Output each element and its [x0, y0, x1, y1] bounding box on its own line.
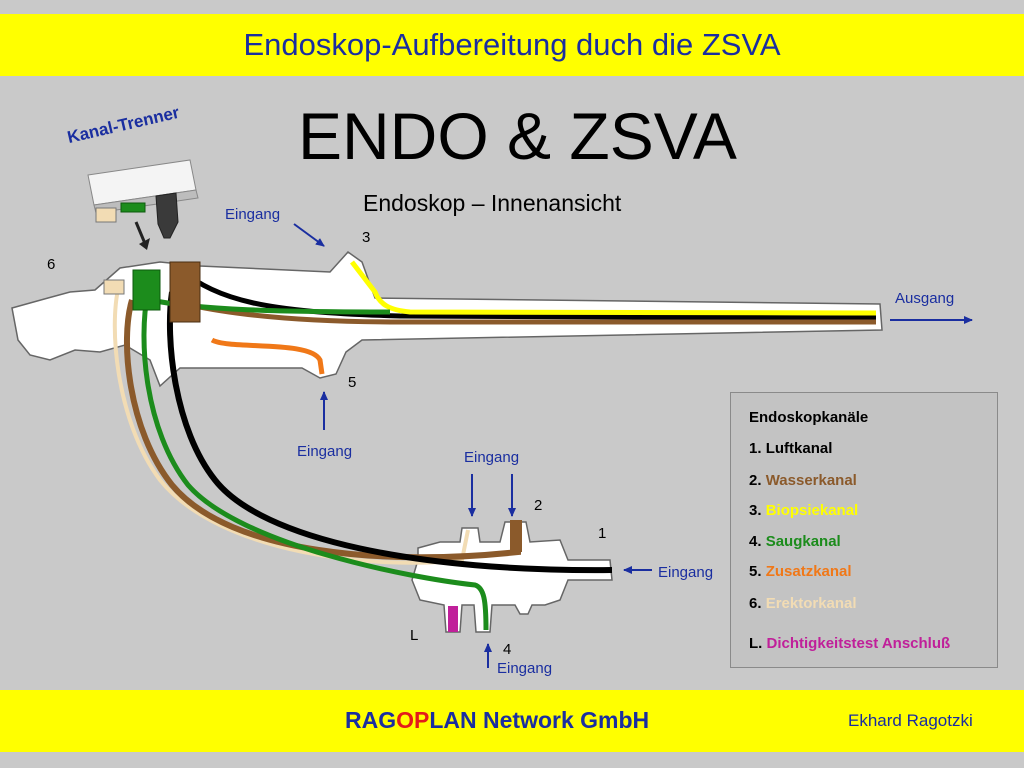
label-ausgang: Ausgang: [895, 290, 955, 307]
channel-5-insert: [210, 337, 325, 375]
legend-label: Dichtigkeitstest Anschluß: [766, 635, 951, 652]
legend-num: 2.: [749, 472, 762, 489]
connector-2: [169, 261, 201, 323]
legend-item-3: 3. Biopsiekanal: [749, 502, 858, 519]
legend-label: Luftkanal: [765, 440, 833, 457]
legend-num: 4.: [749, 533, 762, 550]
valve-2: [510, 520, 522, 552]
label-eingang-3: Eingang: [225, 206, 281, 223]
legend-label: Saugkanal: [765, 533, 841, 550]
label-num-3: 3: [362, 229, 371, 246]
label-num-6: 6: [47, 256, 56, 273]
label-eingang-valves: Eingang: [464, 449, 520, 466]
kanal-trenner-device: [87, 159, 199, 250]
legend-num: 3.: [749, 502, 762, 519]
company-name: RAGOPLAN Network GmbH: [345, 707, 649, 734]
legend-label: Zusatzkanal: [765, 563, 852, 580]
connector-4: [132, 269, 161, 311]
channel-legend: Endoskopkanäle 1. Luftkanal 2. Wasserkan…: [730, 392, 998, 668]
legend-item-4: 4. Saugkanal: [749, 533, 841, 550]
arrow-eingang-3: [293, 223, 325, 247]
company-name-part-2: OP: [396, 707, 430, 733]
channel-6-tube: [112, 281, 470, 565]
author-name: Ekhard Ragotzki: [848, 711, 973, 730]
label-eingang-1: Eingang: [658, 564, 714, 581]
legend-num: 5.: [749, 563, 762, 580]
channel-4-tube: [141, 291, 489, 631]
label-num-2: 2: [534, 497, 543, 514]
header-bar: Endoskop-Aufbereitung duch die ZSVA: [0, 14, 1024, 76]
header-title: Endoskop-Aufbereitung duch die ZSVA: [243, 27, 781, 62]
legend-num: 1.: [749, 440, 762, 457]
company-name-part-1: RAG: [345, 707, 397, 733]
legend-num: 6.: [749, 595, 762, 612]
legend-label: Erektorkanal: [765, 595, 857, 612]
label-eingang-5: Eingang: [297, 443, 353, 460]
label-num-5: 5: [348, 374, 357, 391]
label-num-L: L: [410, 627, 419, 644]
endoscope-body: [11, 251, 883, 388]
legend-item-1: 1. Luftkanal: [749, 440, 832, 457]
connector-6: [103, 279, 125, 295]
legend-item-L: L. Dichtigkeitstest Anschluß: [749, 635, 950, 652]
label-num-4: 4: [503, 641, 512, 658]
valve-L: [448, 606, 458, 632]
legend-item-2: 2. Wasserkanal: [749, 472, 857, 489]
legend-item-5: 5. Zusatzkanal: [749, 563, 852, 580]
legend-num: L.: [749, 635, 763, 652]
page-title: ENDO & ZSVA: [298, 99, 737, 173]
legend-item-6: 6. Erektorkanal: [749, 595, 857, 612]
legend-title: Endoskopkanäle: [749, 409, 869, 426]
legend-label: Biopsiekanal: [765, 502, 859, 519]
legend-label: Wasserkanal: [765, 472, 857, 489]
page-subtitle: Endoskop – Innenansicht: [363, 190, 622, 216]
channel-3-insert: [350, 260, 877, 316]
label-eingang-4: Eingang: [497, 660, 553, 677]
label-num-1: 1: [598, 525, 607, 542]
company-name-part-3: LAN Network GmbH: [429, 707, 650, 733]
channel-1-tube: [166, 291, 613, 574]
footer-bar: [0, 690, 1024, 752]
